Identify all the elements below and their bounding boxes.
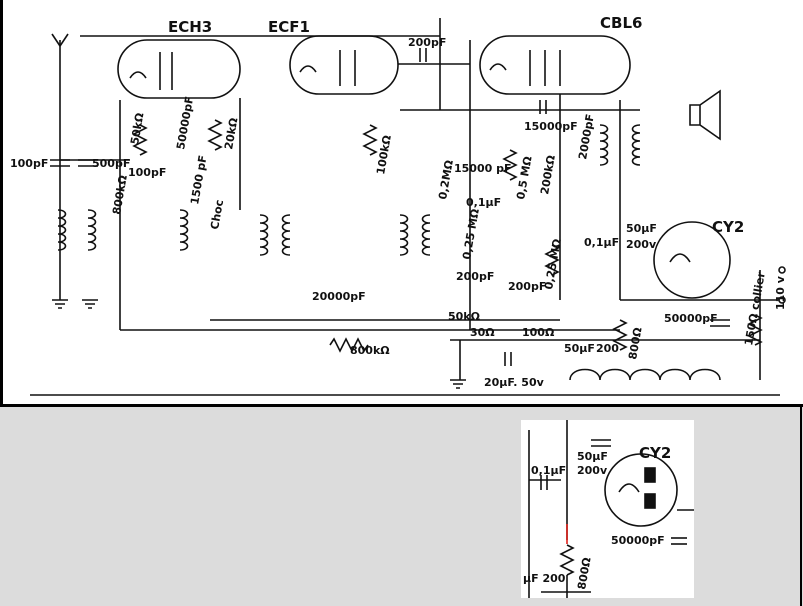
- label-r-100: 100Ω: [522, 326, 555, 339]
- label-c-100: 100pF: [128, 166, 166, 179]
- inset-diagram: CY2 0,1μF 50μF 200v 50000pF 800Ω μF 200: [523, 420, 694, 598]
- label-r-20k: 20kΩ: [222, 116, 240, 150]
- tube-cbl6-envelope: [479, 35, 631, 95]
- label-v-200-low: 200: [596, 342, 619, 355]
- tube-ech3-label: ECH3: [168, 18, 212, 36]
- label-c-50000-right: 50000pF: [664, 312, 718, 325]
- label-r-05m: 0,5 MΩ: [514, 155, 534, 201]
- label-c-200-mid: 200pF: [456, 270, 494, 283]
- label-choc: Choc: [208, 199, 226, 231]
- tube-cy2-label: CY2: [712, 218, 744, 236]
- schematic-panel: ECH3 ECF1 CBL6 CY2 100pF 500pF 100pF 800…: [0, 0, 803, 407]
- tube-ech3-envelope: [117, 39, 241, 99]
- label-v-200: 200v: [626, 238, 657, 251]
- inset-label-r-800: 800Ω: [575, 556, 594, 591]
- label-c-200-low: 200pF: [508, 280, 546, 293]
- inset-label-c-50000: 50000pF: [611, 534, 665, 547]
- label-c-20u: 20μF. 50v: [484, 376, 545, 389]
- label-r-200k: 200kΩ: [538, 154, 558, 196]
- label-r-02m: 0,2MΩ: [436, 158, 456, 200]
- inset-label-c-50u: 50μF: [577, 450, 608, 463]
- label-r-50k-low: 50kΩ: [448, 310, 481, 323]
- label-r-50k: 50kΩ: [128, 111, 146, 145]
- label-c-antenna: 100pF: [10, 157, 48, 170]
- label-c-2000: 2000pF: [576, 113, 597, 161]
- label-c-200-top: 200pF: [408, 36, 446, 49]
- antenna-symbol: [51, 33, 69, 300]
- speaker-symbol: [689, 89, 721, 141]
- label-r-150-collier: 150Ω collier: [742, 270, 768, 346]
- label-c-50u: 50μF: [626, 222, 657, 235]
- left-border: [0, 0, 3, 404]
- inset-label-c-50u-low: μF 200: [523, 572, 566, 585]
- label-r-800k-grid: 800kΩ: [110, 174, 130, 216]
- inset-cy2-label: CY2: [639, 444, 671, 462]
- schematic-diagram: ECH3 ECF1 CBL6 CY2 100pF 500pF 100pF 800…: [10, 14, 787, 396]
- tube-cy2-envelope: [653, 221, 731, 299]
- inset-cy2-envelope: [604, 453, 678, 527]
- detail-inset: CY2 0,1μF 50μF 200v 50000pF 800Ω μF 200: [521, 420, 694, 598]
- right-border: [800, 407, 802, 606]
- label-r-30: 30Ω: [470, 326, 495, 339]
- label-c-01-right: 0,1μF: [584, 236, 619, 249]
- tube-ecf1-envelope: [289, 35, 399, 95]
- label-c-500: 500pF: [92, 157, 130, 170]
- label-r-800: 800Ω: [626, 326, 645, 361]
- inset-label-v-200: 200v: [577, 464, 608, 477]
- label-r-025m: 0,25 MΩ: [460, 207, 482, 260]
- tube-cbl6-label: CBL6: [600, 14, 642, 32]
- inset-label-c-01: 0,1μF: [531, 464, 566, 477]
- label-r-800k-bottom: 800kΩ: [350, 344, 390, 357]
- label-c-01-mid: 0,1μF: [466, 196, 501, 209]
- label-c-15000: 15000 pF: [454, 162, 512, 175]
- label-mains: 110 v: [774, 275, 787, 310]
- label-c-50000: 50000pF: [174, 95, 196, 150]
- label-c-1500: 1500 pF: [188, 154, 209, 205]
- label-c-15000-top: 15000pF: [524, 120, 578, 133]
- tube-ecf1-label: ECF1: [268, 18, 310, 36]
- label-c-20000: 20000pF: [312, 290, 366, 303]
- label-c-50u-low: 50μF: [564, 342, 595, 355]
